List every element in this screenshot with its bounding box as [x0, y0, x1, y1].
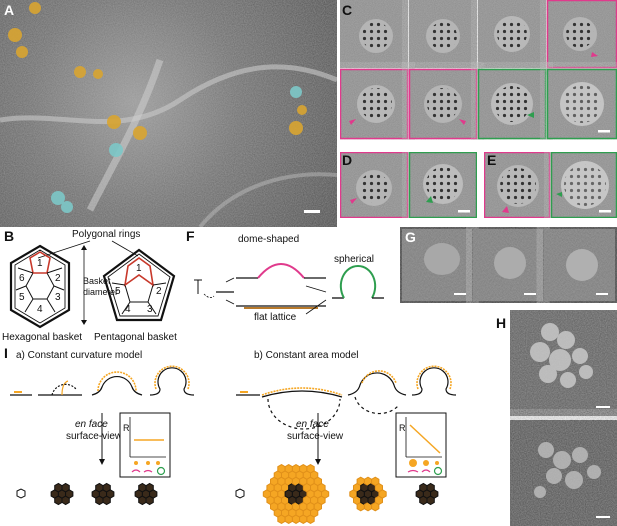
en-face-label-b: en face: [296, 419, 329, 430]
model-a-title: a) Constant curvature model: [16, 350, 143, 361]
spherical-label: spherical: [334, 254, 375, 265]
hex-ring-5: 5: [19, 292, 25, 303]
r-axis-label-b: R: [399, 423, 406, 433]
panel-a-micrograph: A: [0, 0, 337, 227]
panel-label-b: B: [4, 228, 15, 244]
c-tile-5: [340, 68, 409, 140]
model-a-graph: [119, 412, 171, 478]
model-b-title: b) Constant area model: [254, 350, 359, 361]
flat-lattice-start: [194, 279, 234, 298]
r-axis-label-a: R: [123, 423, 130, 433]
lattice-hexagon: [321, 489, 330, 499]
hex-ring-3: 3: [55, 292, 61, 303]
lattice-hexagon: [378, 489, 387, 499]
lattice-clusters: [50, 464, 439, 524]
panel-f: F dome-shaped flat lattice spherical: [186, 228, 396, 328]
hexagonal-basket-label: Hexagonal basket: [2, 332, 83, 343]
panel-i: I a) Constant curvature model b) Constan…: [0, 345, 505, 526]
c-tile-2: [409, 0, 477, 68]
lattice-hexagon: [106, 489, 115, 499]
spherical-icon: [332, 264, 384, 299]
c-tile-8: [546, 68, 617, 140]
lattice-hexagon: [430, 489, 439, 499]
pent-ring-2: 2: [156, 286, 162, 297]
c-tile-1: [340, 0, 408, 68]
c-tile-6: [408, 68, 478, 140]
dome-shaped-label: dome-shaped: [238, 234, 300, 245]
pent-ring-5: 5: [115, 286, 121, 297]
panel-label-c: C: [342, 2, 353, 18]
polygonal-rings-label: Polygonal rings: [72, 229, 141, 240]
model-a-lattices: [16, 488, 26, 499]
model-b-profiles: [236, 365, 457, 430]
hex-ring-6: 6: [19, 273, 25, 284]
c-tile-7: [477, 68, 547, 140]
panel-label-g: G: [405, 229, 416, 245]
hex-ring-4: 4: [37, 304, 43, 315]
teal-clathrin-cluster: [51, 86, 302, 213]
panel-e: E: [484, 152, 617, 218]
c-tile-4: [546, 0, 617, 69]
panel-label-d: D: [342, 152, 353, 168]
panel-label-h: H: [496, 315, 507, 331]
en-face-label-a: en face: [75, 419, 108, 430]
lattice-hexagon: [65, 489, 74, 499]
dome-shaped-icon: [236, 263, 326, 279]
flat-lattice-icon: [236, 305, 326, 309]
panel-g: G: [400, 227, 617, 303]
pent-ring-4: 4: [125, 304, 131, 315]
surface-view-label-b: surface-view: [287, 431, 344, 442]
pent-ring-1: 1: [136, 263, 142, 274]
panel-b: B Polygonal rings Basket diameter Hexago…: [0, 228, 180, 346]
c-tile-3: [478, 0, 546, 68]
panel-label-i: I: [4, 345, 8, 361]
hex-ring-2: 2: [55, 273, 61, 284]
panel-c: C: [340, 0, 617, 140]
panel-h: H: [496, 310, 617, 526]
hex-ring-1: 1: [37, 258, 43, 269]
panel-label-e: E: [487, 152, 497, 168]
pentagonal-basket-label: Pentagonal basket: [94, 332, 177, 343]
model-b-lattices: [235, 488, 245, 499]
pent-ring-3: 3: [147, 304, 153, 315]
panel-d: D: [340, 152, 477, 218]
flat-lattice-label: flat lattice: [254, 312, 297, 323]
panel-label-f: F: [186, 228, 195, 244]
model-a-profiles: [10, 365, 195, 396]
gold-clathrin-cluster: [8, 2, 307, 140]
lattice-hexagon: [149, 489, 158, 499]
basket-diameter-label: Basket diameter: [83, 276, 119, 297]
surface-view-label-a: surface-view: [66, 431, 123, 442]
panel-label-a: A: [4, 2, 15, 18]
model-b-graph: [395, 412, 447, 478]
